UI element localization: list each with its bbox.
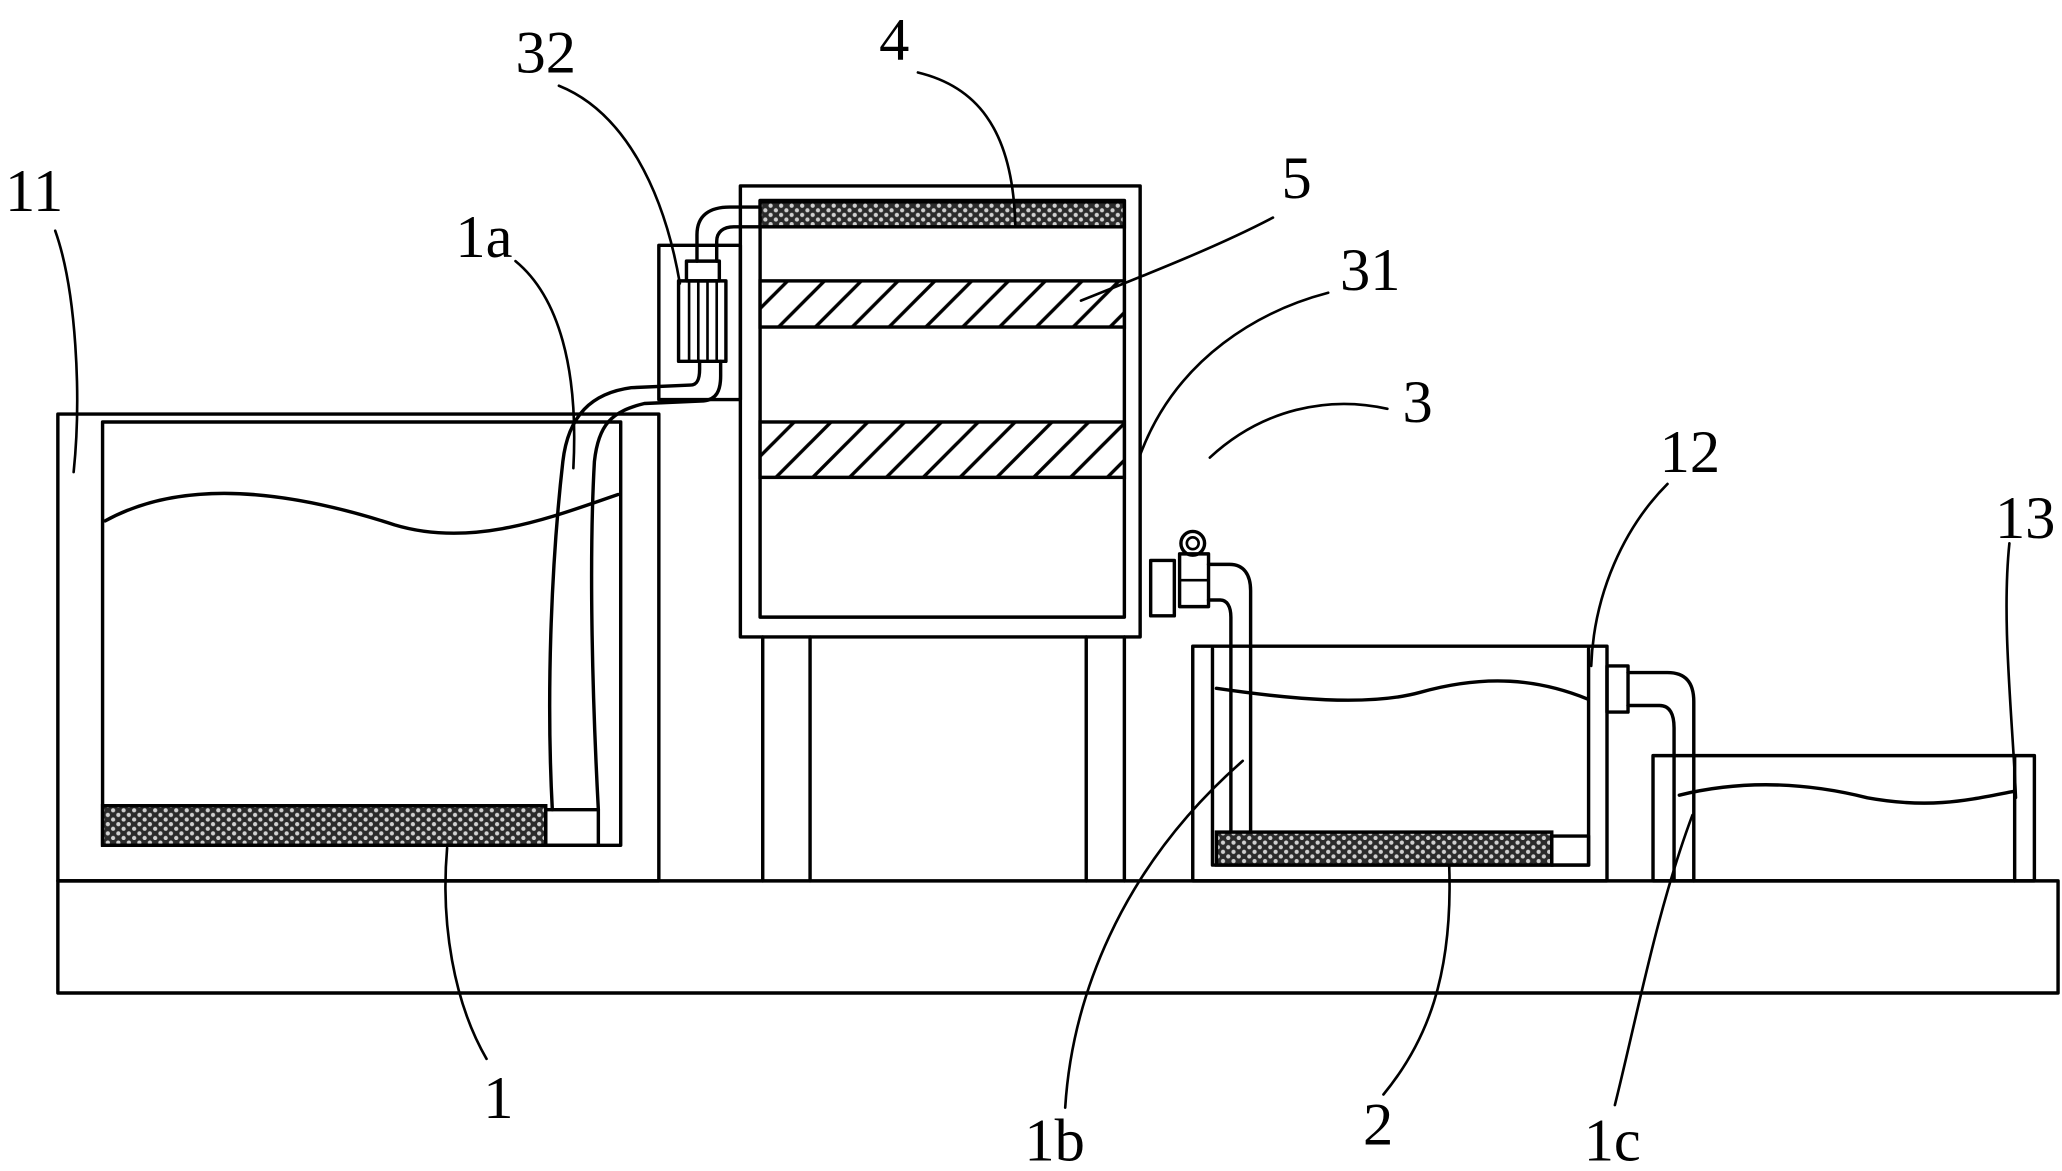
first-tank-water-line	[103, 491, 620, 535]
leader-line-11	[53, 229, 79, 474]
valve-handle-inner	[1185, 536, 1200, 551]
second-porous-plate	[1214, 830, 1554, 867]
third-pipe	[1626, 670, 1696, 883]
leader-line-1a	[514, 259, 576, 470]
valve-handle-outer	[1179, 529, 1207, 557]
second-pipe-outer-line	[1206, 562, 1253, 836]
label-13: 13	[1995, 485, 2055, 552]
third-pipe-outer-line	[1626, 670, 1696, 883]
leader-line-1	[444, 846, 488, 1061]
leader-line-1c	[1613, 813, 1694, 1107]
leader-line-2	[1382, 863, 1451, 1096]
label-31: 31	[1340, 237, 1400, 304]
label-1b: 1b	[1024, 1107, 1084, 1171]
pump	[657, 205, 762, 402]
second-tank-outlet-fitting	[1605, 664, 1630, 714]
second-tank-outer-wall	[1191, 644, 1609, 883]
label-4: 4	[879, 6, 909, 73]
second-pipe-inner-line	[1206, 598, 1233, 836]
first-tank-outer-wall	[56, 412, 661, 883]
second-tank-water-line	[1214, 679, 1589, 702]
reference-labels: 11 1a 32 4 5 31 3 12 13 1 1b 2 1c	[5, 6, 2055, 1171]
label-2: 2	[1363, 1092, 1393, 1159]
leader-lines	[53, 71, 2018, 1110]
base-platform	[56, 879, 2060, 995]
label-1a: 1a	[455, 204, 512, 271]
third-tank-outer-wall	[1651, 753, 2037, 883]
second-tank	[1191, 644, 1630, 883]
leader-line-3	[1208, 402, 1389, 459]
column-outlet-nozzle	[1148, 558, 1177, 618]
pump-cap	[684, 259, 722, 283]
label-3: 3	[1403, 369, 1433, 436]
label-11: 11	[5, 158, 63, 225]
column-inner-wall	[758, 198, 1127, 619]
label-12: 12	[1660, 419, 1720, 486]
third-tank-water-line	[1677, 783, 2017, 805]
first-tank	[56, 412, 661, 883]
leader-line-32	[557, 84, 682, 285]
pump-outlet-pipe-inner	[714, 225, 762, 263]
first-porous-plate	[100, 804, 548, 847]
label-32: 32	[516, 19, 576, 86]
leader-line-31	[1138, 291, 1330, 457]
third-pipe-inner-line	[1626, 703, 1676, 883]
pump-outlet-pipe-outer	[695, 205, 762, 263]
first-pipe-inner-line	[589, 359, 723, 812]
first-tank-inner-wall	[100, 420, 623, 847]
first-pipe-outer-line	[547, 359, 702, 812]
top-porous-plate	[758, 200, 1127, 229]
label-1: 1	[483, 1065, 513, 1132]
first-pipe	[547, 359, 723, 812]
leader-line-4	[916, 71, 1017, 226]
third-tank	[1651, 753, 2037, 883]
outlet-valve	[1148, 529, 1211, 618]
leader-line-12	[1589, 482, 1669, 668]
pump-body	[676, 279, 728, 364]
filter-layer-upper	[758, 279, 1127, 329]
second-porous-plate-fitting	[1550, 834, 1591, 867]
treatment-column	[738, 184, 1142, 883]
label-5: 5	[1282, 145, 1312, 212]
filter-layer-lower	[758, 420, 1127, 480]
second-pipe	[1206, 562, 1253, 836]
first-pipe-end-fitting	[544, 807, 601, 847]
leader-line-13	[2005, 541, 2018, 800]
leader-line-5	[1079, 216, 1275, 302]
leader-line-1b	[1063, 759, 1245, 1110]
label-1c: 1c	[1584, 1107, 1641, 1171]
column-outer-wall	[738, 184, 1142, 639]
